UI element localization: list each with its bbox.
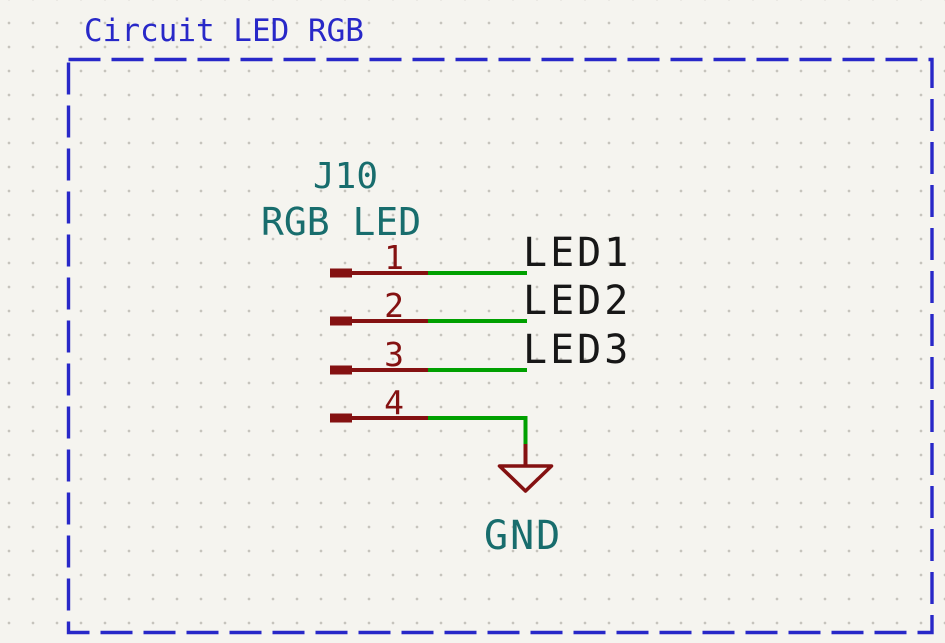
- net-label-led1[interactable]: LED1: [523, 230, 632, 276]
- group-border-box[interactable]: [66, 57, 934, 635]
- connector-reference[interactable]: J10: [313, 156, 379, 197]
- pin-1-number: 1: [384, 238, 404, 277]
- pin-3-number: 3: [384, 335, 404, 374]
- pin-4-number: 4: [384, 383, 404, 422]
- wire-gnd[interactable]: [428, 416, 528, 444]
- group-title[interactable]: Circuit LED RGB: [84, 13, 364, 49]
- pin-4[interactable]: [330, 413, 428, 423]
- pin-2[interactable]: [330, 316, 428, 326]
- pin-1[interactable]: [330, 268, 428, 278]
- pin-2-number: 2: [384, 286, 404, 325]
- net-label-led3[interactable]: LED3: [523, 327, 632, 373]
- net-label-led2[interactable]: LED2: [523, 278, 632, 324]
- gnd-power-symbol[interactable]: [497, 444, 554, 493]
- connector-value[interactable]: RGB LED: [261, 200, 422, 244]
- gnd-triangle-icon: [497, 464, 554, 493]
- gnd-label[interactable]: GND: [484, 513, 563, 559]
- pin-3[interactable]: [330, 365, 428, 375]
